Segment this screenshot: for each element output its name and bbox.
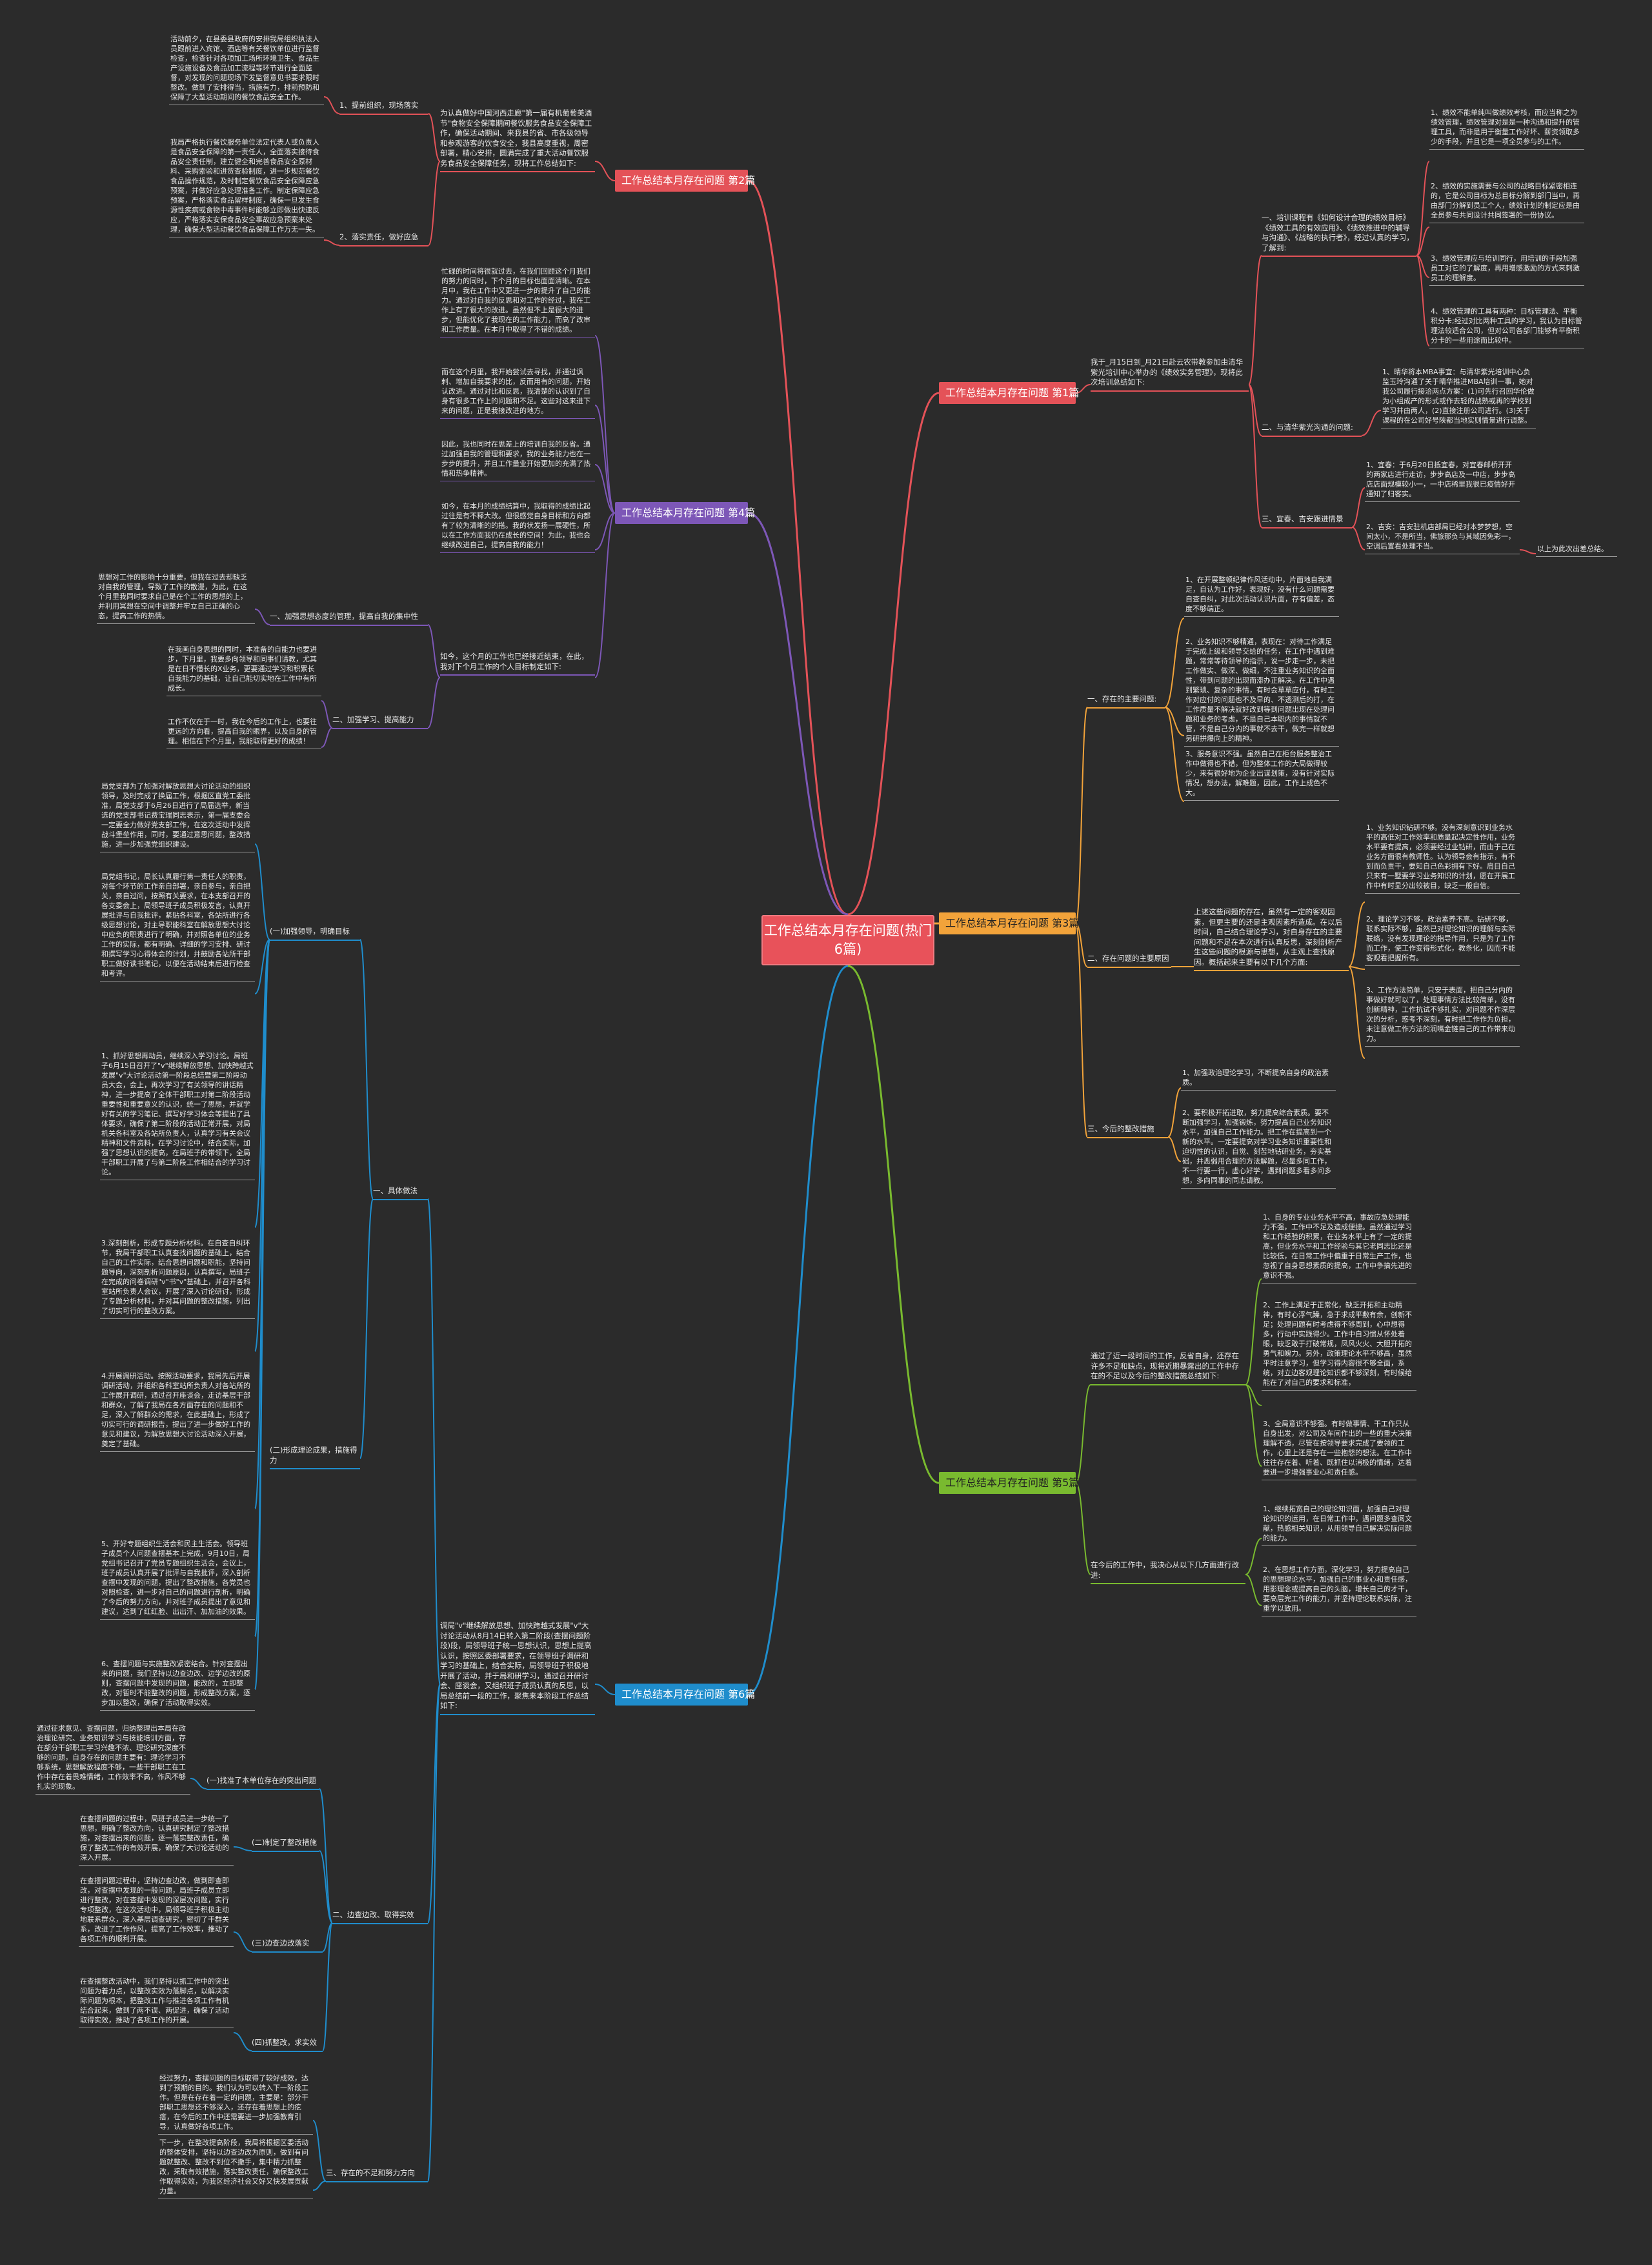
branch-6[interactable]: 工作总结本月存在问题 第6篇 xyxy=(615,1684,755,1706)
b4-s2-title[interactable]: 二、加强学习、提高能力 xyxy=(332,715,428,729)
branch-3-label: 工作总结本月存在问题 第3篇 xyxy=(945,917,1080,929)
b3-s2-intro[interactable]: 上述这些问题的存在，虽然有一定的客观因素，但更主要的还是主观因素所造成。在以后时… xyxy=(1194,907,1349,971)
b2-s2-p1: 我局严格执行餐饮服务单位法定代表人或负责人是食品安全保障的第一责任人，全面落实接… xyxy=(169,136,324,237)
b6-s3-p1: 经过努力，查摆问题的目标取得了较好成效，达到了预期的目的。我们认为可以转入下一阶… xyxy=(158,2071,313,2135)
b1-s1-p1: 1、绩效不能单纯叫做绩效考核，而应当称之为绩效管理，绩效管理对是是一种沟通和提升… xyxy=(1429,106,1584,150)
branch-5-label: 工作总结本月存在问题 第5篇 xyxy=(945,1476,1080,1489)
b1-s3-p2: 2、吉安：吉安驻机店部局已经对本梦梦想，空间太小，不是所当，佛旅那负与其域因免彩… xyxy=(1365,520,1520,554)
b3-s3-title[interactable]: 三、今后的整改措施 xyxy=(1087,1124,1168,1138)
root-title: 工作总结本月存在问题(热门6篇) xyxy=(763,923,932,957)
branch-1-label: 工作总结本月存在问题 第1篇 xyxy=(945,387,1080,399)
b1-s3-title[interactable]: 三、宜春、吉安跟进情景 xyxy=(1262,514,1352,528)
b6-s2-a-p1: 通过征求意见、查摆问题，归纳整理出本局在政治理论研究、业务知识学习与技能培训方面… xyxy=(35,1722,190,1795)
b5-s2-p2: 2、在思想工作方面，深化学习，努力提高自己的思想理论水平，加强自己的事业心和责任… xyxy=(1262,1563,1416,1616)
b1-s1-p4: 4、绩效管理的工具有两种：目标管理法、平衡积分卡;经过对比两种工具的学习，我认为… xyxy=(1429,305,1584,348)
b6-s1-a-p3: 1、抓好思想再动员，继续深入学习讨论。局班子6月15日召开了"v"继续解放思想、… xyxy=(100,1049,255,1180)
b2-s1-title[interactable]: 1、提前组织，现场落实 xyxy=(339,101,428,115)
b1-s1-title[interactable]: 一、培训课程有《如何设计合理的绩效目标》《绩效工具的有效应用》、《绩效推进中的辅… xyxy=(1262,213,1416,257)
b6-s1-title[interactable]: 一、具体做法 xyxy=(373,1186,428,1200)
b4-s1-p1: 思想对工作的影响十分重要，但我在过去却缺乏对自我的管理，导致了工作的散漫，为此，… xyxy=(97,570,255,624)
b1-s1-p2: 2、绩效的实施需要与公司的战略目标紧密相连的，它是公司目标为总目标分解到部门当中… xyxy=(1429,179,1584,223)
b1-s2-p1: 1、晴华将本MBA事宜：与清华紫光培训中心负监玉玲沟通了关于晴华推进MBA培训一… xyxy=(1381,365,1536,428)
b4-s1-title[interactable]: 一、加强思想态度的管理，提高自我的集中性 xyxy=(270,612,428,626)
b6-s2-c-title[interactable]: (三)边查边改落实 xyxy=(252,1938,323,1953)
b6-s2-title[interactable]: 二、边查边改、取得实效 xyxy=(332,1910,428,1924)
b1-intro[interactable]: 我于_月15日到_月21日赴云农带教参加由清华紫光培训中心举办的《绩效实务管理》… xyxy=(1091,357,1249,392)
b3-s3-p1: 1、加强政治理论学习，不断提高自身的政治素质。 xyxy=(1181,1066,1336,1091)
b5-s2-title[interactable]: 在今后的工作中，我决心从以下几方面进行改进: xyxy=(1091,1560,1245,1584)
b6-s2-c-p1: 在查摆问题过程中，坚持边查边改，做到即查即改，对查摆中发现的一般问题，局班子成员… xyxy=(79,1874,234,1947)
b5-s1-p1: 1、自身的专业业务水平不高，事故应急处理能力不强，工作中不足及造成便捷。虽然通过… xyxy=(1262,1211,1416,1284)
b1-s3-end: 以上为此次出差总结。 xyxy=(1536,542,1617,557)
b3-s1-p2: 2、业务知识不够精通，表现在：对待工作满足于完成上级和领导交给的任务，在工作中遇… xyxy=(1184,635,1339,747)
b4-s2-p1: 在我画自身思想的同时，本准备的自能力也要进步，下月里，我要多向领导和同事们请教，… xyxy=(166,643,321,696)
branch-6-label: 工作总结本月存在问题 第6篇 xyxy=(621,1688,756,1700)
branch-3[interactable]: 工作总结本月存在问题 第3篇 xyxy=(939,912,1080,934)
b6-s2-b-p1: 在查摆问题的过程中，局班子成员进一步统一了思想，明确了整改方向，认真研究制定了整… xyxy=(79,1812,234,1866)
b6-s3-title[interactable]: 三、存在的不足和努力方向 xyxy=(326,2168,428,2182)
b6-s2-d-title[interactable]: (四)抓整改，求实效 xyxy=(252,2038,323,2052)
b6-s2-d-p1: 在查摆整改活动中，我们坚持以抓工作中的突出问题为着力点，以整改实效为落脚点，以解… xyxy=(79,1975,234,2028)
branch-2-label: 工作总结本月存在问题 第2篇 xyxy=(621,174,756,186)
b5-s1-p3: 3、全局意识不够强。有时做事情、干工作只从自身出发，对公司及车间作出的一些的重大… xyxy=(1262,1417,1416,1480)
b5-s2-p1: 1、继续拓宽自己的理论知识面，加强自己对理论知识的运用，在日常工作中，遇问题多查… xyxy=(1262,1502,1416,1546)
branch-4[interactable]: 工作总结本月存在问题 第4篇 xyxy=(615,502,755,524)
b2-intro[interactable]: 为认真做好中国河西走廊"第一届有机葡萄美酒节"食物安全保障期间餐饮服务食品安全保… xyxy=(440,108,595,172)
b4-p2: 而在这个月里，我开始尝试去寻找，并通过讽刺、增加自我要求的比，反而用有的问题，开… xyxy=(440,365,595,419)
b6-s1-b-title[interactable]: (二)形成理论成果，措施得力 xyxy=(270,1445,360,1469)
b3-s2-p3: 3、工作方法简单，只安于表面，把自己分内的事做好就可以了，处理事情方法比较简单，… xyxy=(1365,983,1520,1047)
b5-s1-p2: 2、工作上满足于正常化，缺乏开拓和主动精神，有时心浮气躁，急于求成平敷有余，创新… xyxy=(1262,1298,1416,1391)
b4-s2-p2: 工作不仅在于一时，我在今后的工作上，也要往更远的方向看，提高自我的眼界，以及自身… xyxy=(166,715,321,749)
b6-s1-a-p4: 3.深刻剖析，形成专题分析材料。在自查自纠环节，我局干部职工认真查找问题的基础上… xyxy=(100,1236,255,1319)
b2-s1-p1: 活动前夕，在县委县政府的安排我局组织执法人员跟前进入宾馆、酒店等有关餐饮单位进行… xyxy=(169,32,324,105)
b6-s3-p2: 下一步，在整改提高阶段，我局将根据区委活动的整体安排，坚持以边查边改为原则，做到… xyxy=(158,2136,313,2199)
b6-s1-a-p2: 局党组书记，局长认真履行第一责任人的职责，对每个环节的工作亲自部署，亲自参与，亲… xyxy=(100,870,255,982)
b3-s1-title[interactable]: 一、存在的主要问题: xyxy=(1087,694,1165,709)
b6-s2-a-title[interactable]: (一)找准了本单位存在的突出问题 xyxy=(206,1776,319,1790)
branch-2[interactable]: 工作总结本月存在问题 第2篇 xyxy=(615,170,755,192)
branch-5[interactable]: 工作总结本月存在问题 第5篇 xyxy=(939,1472,1080,1494)
b6-s1-a-title[interactable]: (一)加强领导，明确目标 xyxy=(270,927,360,941)
root-topic[interactable]: 工作总结本月存在问题(热门6篇) xyxy=(761,915,934,965)
b6-s1-a-p1: 局党支部为了加强对解放思想大讨论活动的组织领导，及时完成了换届工作，根据区直党工… xyxy=(100,780,255,852)
b6-s1-a-p7: 6、查摆问题与实施整改紧密结合。针对查摆出来的问题，我们坚持以边查边改、边学边改… xyxy=(100,1657,255,1711)
b3-s3-p2: 2、要积极开拓进取，努力提高综合素质。要不断加强学习，加强锻炼，努力提高自己业务… xyxy=(1181,1106,1336,1189)
branch-4-label: 工作总结本月存在问题 第4篇 xyxy=(621,507,756,519)
b3-s2-title[interactable]: 二、存在问题的主要原因 xyxy=(1087,954,1171,968)
b3-s2-p1: 1、业务知识钻研不够。没有深刻意识到业务水平的高低对工作效率和质量起决定性作用，… xyxy=(1365,821,1520,894)
branch-1[interactable]: 工作总结本月存在问题 第1篇 xyxy=(939,382,1080,404)
b2-s2-title[interactable]: 2、落实责任，做好应急 xyxy=(339,232,428,247)
b4-p5[interactable]: 如今，这个月的工作也已经接近结束，在此，我对下个月工作的个人目标制定如下: xyxy=(440,652,595,676)
b1-s2-title[interactable]: 二、与清华紫光沟通的问题: xyxy=(1262,423,1362,437)
b3-s1-p3: 3、服务意识不强。虽然自己在柜台服务整治工作中做得也不错，但为整体工作的大局做得… xyxy=(1184,747,1339,801)
b6-s1-a-p6: 5、开好专题组织生活会和民主生活会。领导班子成员个人问题查摆基本上完成，9月10… xyxy=(100,1537,255,1620)
b1-s3-p1: 1、宜春：于6月20日抵宜春，对宜春邮桥开开的两家店进行走访，步步高店及一中店，… xyxy=(1365,458,1520,502)
b6-s2-b-title[interactable]: (二)制定了整改措施 xyxy=(252,1838,319,1852)
b4-p3: 因此，我也同时在思差上的培训自我的反省。通过加强自我的管理和要求，我的业务能力也… xyxy=(440,438,595,481)
b3-s1-p1: 1、在开展整顿纪律作风活动中，片面地自我满足，自认为工作好，表现好，没有什么问题… xyxy=(1184,573,1339,617)
b5-s1-title[interactable]: 通过了近一段时间的工作，反省自身，还存在许多不足和缺点，现将近期暴露出的工作中存… xyxy=(1091,1351,1245,1385)
b4-p4: 如今，在本月的成绩结算中，我取得的成绩比起过往是有不释大改。但很感觉自身目标和方… xyxy=(440,499,595,553)
b6-intro[interactable]: 调局"v"继续解放思想、加快跨越式发展"v"大讨论活动从8月14日转入第二阶段(… xyxy=(440,1621,595,1715)
b3-s2-p2: 2、理论学习不够，政治素养不高。钻研不够，联系实际不够，虽然已对理论知识的理解与… xyxy=(1365,912,1520,966)
b4-p1: 忙碌的时间将很就过去，在我们回顾这个月我们的努力的同时，下个月的目标也面面清晰。… xyxy=(440,265,595,337)
b1-s1-p3: 3、绩效管理应与培训同行，用培训的手段加强员工对它的了解度，再用增感激励的方式来… xyxy=(1429,252,1584,286)
b6-s1-a-p5: 4.开展调研活动。按照活动要求，我局先后开展调研活动，并组织各科室站所负责人对各… xyxy=(100,1369,255,1452)
